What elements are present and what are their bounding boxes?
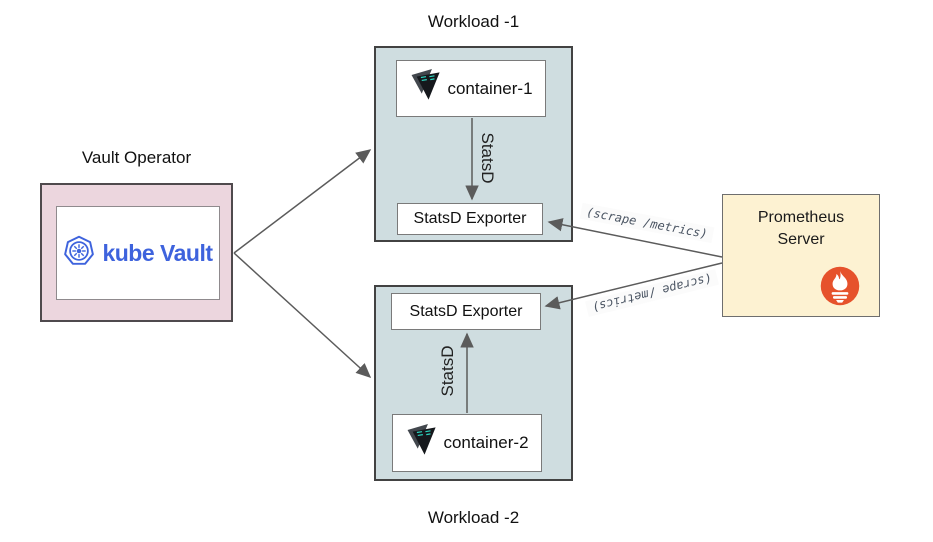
arrow-vault-to-workload1 [233, 149, 372, 254]
prometheus-title-line1: Prometheus [757, 209, 845, 226]
container2-node: container-2 [392, 414, 542, 472]
prometheus-icon [819, 265, 861, 307]
vault-operator-title: Vault Operator [81, 148, 192, 167]
workload1-title: Workload -1 [427, 12, 520, 31]
container-icon [409, 66, 443, 111]
container-icon [405, 421, 439, 466]
statsd-exporter2-label: StatsD Exporter [409, 302, 523, 320]
statsd-edge-label-1: StatsD [478, 132, 497, 184]
statsd-exporter2-node: StatsD Exporter [391, 293, 541, 330]
container1-label: container-1 [447, 78, 533, 98]
scrape-metrics-label-top: (scrape /metrics) [579, 202, 715, 244]
statsd-exporter1-label: StatsD Exporter [413, 210, 527, 227]
statsd-exporter1-node: StatsD Exporter [397, 203, 543, 235]
kube-vault-logo-text: kube Vault [102, 239, 213, 266]
kube-vault-node: kube Vault [56, 206, 220, 300]
container2-label: container-2 [443, 433, 529, 452]
kube-vault-icon [63, 235, 95, 272]
prometheus-title-line2: Server [777, 230, 825, 248]
statsd-edge-label-2: StatsD [438, 345, 457, 397]
workload2-title: Workload -2 [427, 508, 520, 527]
scrape-metrics-label-bottom: (scrape /metrics) [585, 269, 719, 317]
arrow-vault-to-workload2 [233, 252, 372, 379]
container1-node: container-1 [396, 60, 546, 117]
